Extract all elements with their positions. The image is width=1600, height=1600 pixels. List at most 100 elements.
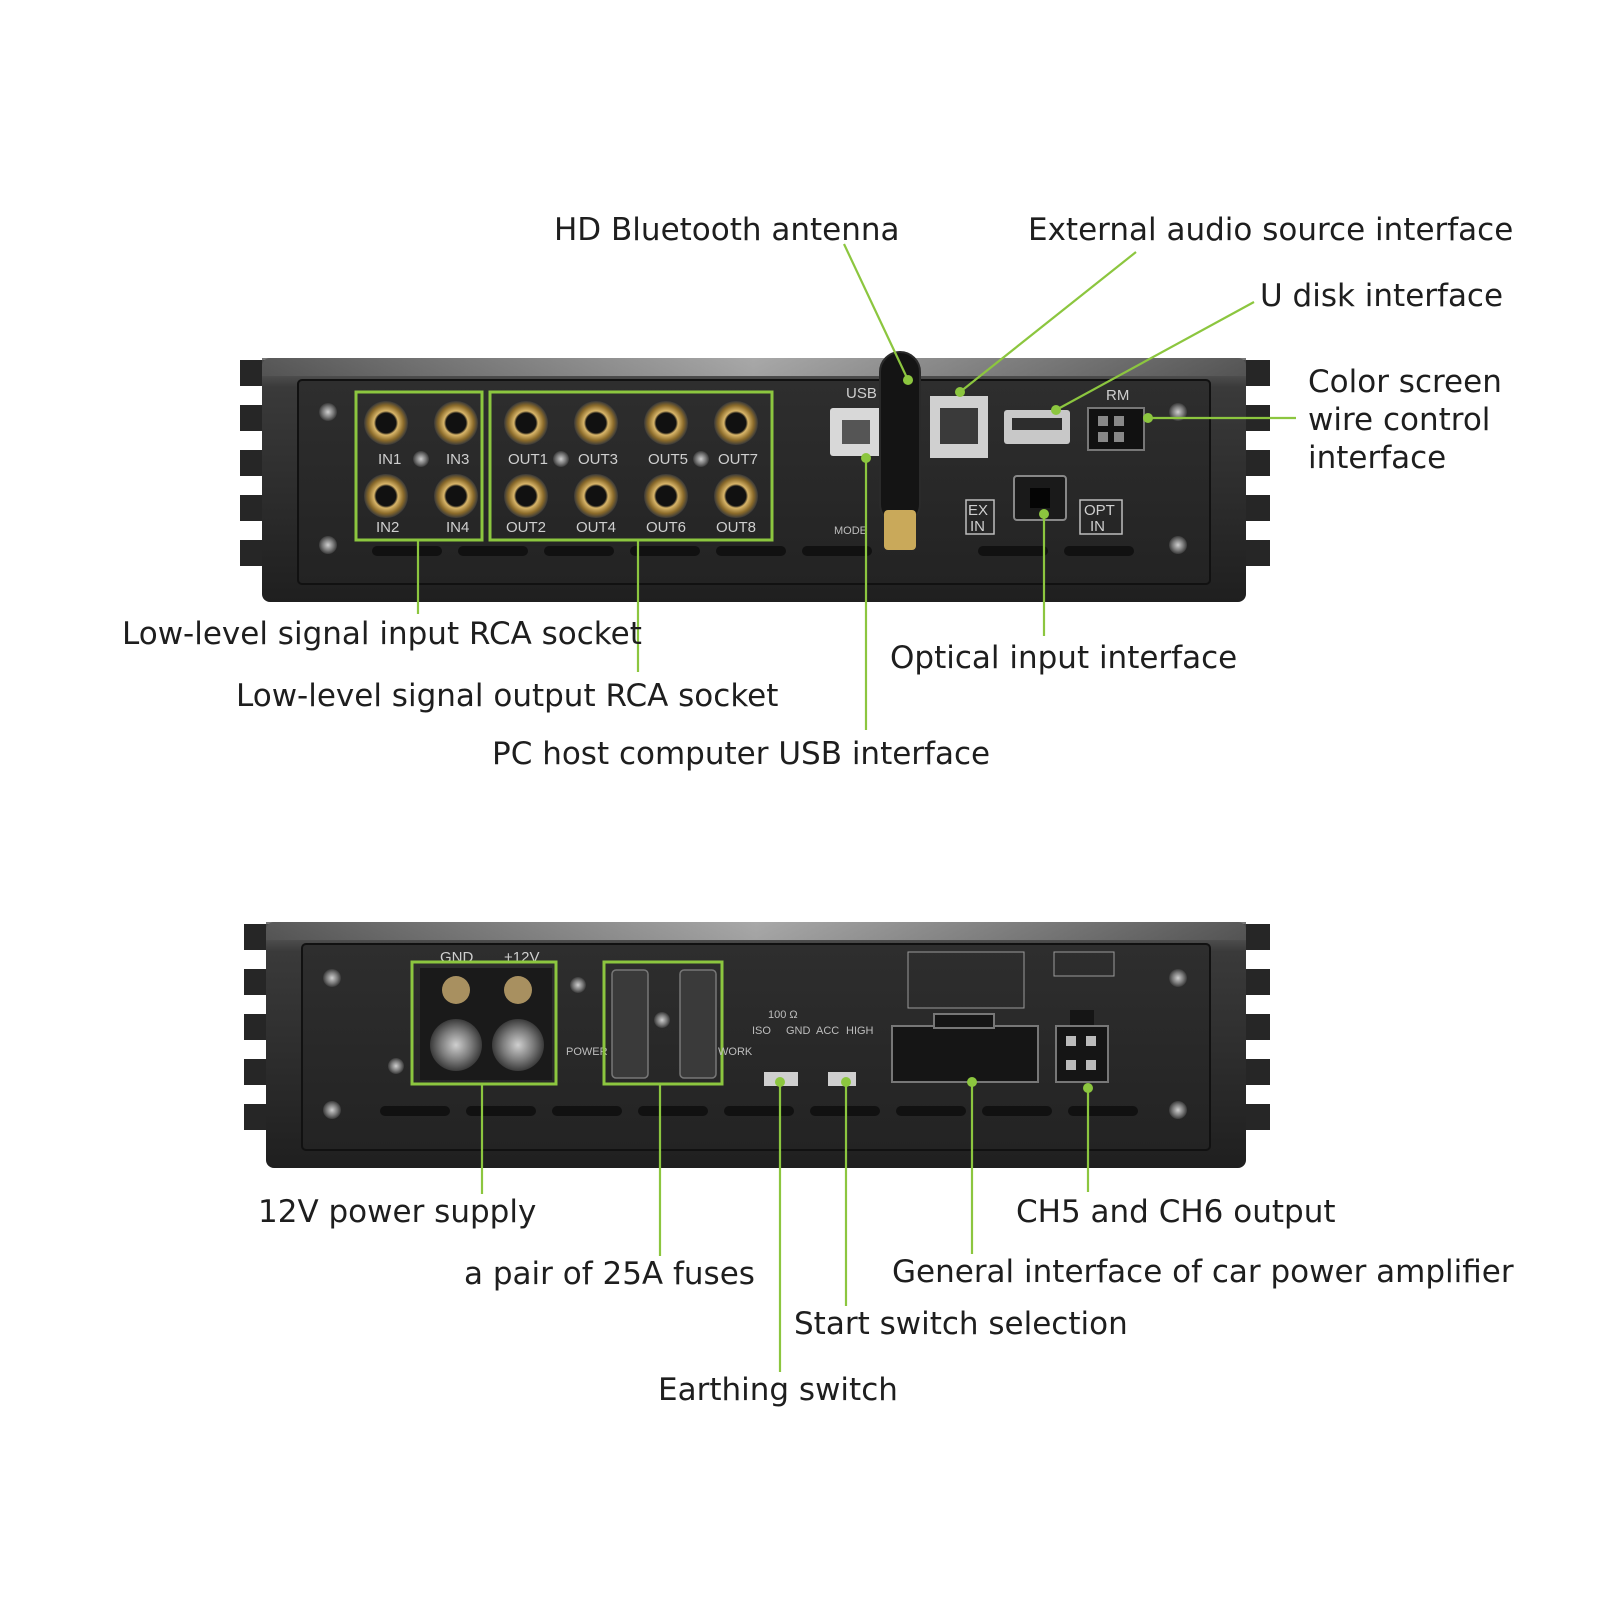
leader-dot bbox=[903, 375, 913, 385]
rca-label: IN4 bbox=[446, 519, 469, 536]
acc-label: ACC bbox=[816, 1025, 839, 1037]
screw-icon bbox=[654, 1012, 670, 1028]
callout-fuses: a pair of 25A fuses bbox=[464, 1256, 755, 1292]
callout-power-supply: 12V power supply bbox=[258, 1194, 536, 1230]
leader-dot bbox=[1051, 405, 1061, 415]
screw-icon bbox=[323, 969, 341, 987]
rca-out5-socket bbox=[644, 401, 688, 445]
terminal-screw-icon bbox=[504, 976, 532, 1004]
bluetooth-antenna bbox=[879, 351, 921, 550]
screw-icon bbox=[1169, 1101, 1187, 1119]
callout-ch56: CH5 and CH6 output bbox=[1016, 1194, 1336, 1230]
rca-in1-socket bbox=[364, 401, 408, 445]
callout-external-audio: External audio source interface bbox=[1028, 212, 1513, 248]
screw-icon bbox=[1169, 403, 1187, 421]
screw-icon bbox=[319, 536, 337, 554]
leader-external-audio bbox=[959, 251, 1137, 393]
screw-icon bbox=[553, 451, 569, 467]
callout-u-disk: U disk interface bbox=[1260, 278, 1503, 314]
rca-output-group: OUT1 OUT3 OUT5 OUT7 OUT2 OUT4 OUT6 OUT8 bbox=[504, 401, 758, 536]
opt-in-label: OPT bbox=[1084, 502, 1115, 519]
optical-port bbox=[1013, 475, 1067, 521]
screw-icon bbox=[323, 1101, 341, 1119]
callout-start-switch: Start switch selection bbox=[794, 1306, 1128, 1342]
rca-out3-socket bbox=[574, 401, 618, 445]
screw-icon bbox=[319, 403, 337, 421]
leader-dot bbox=[967, 1077, 977, 1087]
bottom-chassis-edge bbox=[266, 922, 1246, 940]
terminal-socket-icon bbox=[430, 1019, 482, 1071]
screw-icon bbox=[570, 977, 586, 993]
rca-label: OUT2 bbox=[506, 519, 546, 536]
leader-dot bbox=[841, 1077, 851, 1087]
rm-label: RM bbox=[1106, 387, 1129, 404]
bottom-vent-slots bbox=[380, 1106, 1138, 1116]
top-chassis-edge bbox=[262, 358, 1246, 376]
opt-in-label: IN bbox=[1090, 518, 1105, 535]
ch-table bbox=[1053, 951, 1115, 977]
screw-icon bbox=[413, 451, 429, 467]
leader-dot bbox=[1039, 509, 1049, 519]
ohm-label: 100 Ω bbox=[768, 1009, 798, 1021]
leader-dot bbox=[775, 1077, 785, 1087]
usb-label: USB bbox=[846, 385, 877, 402]
top-device: IN1 IN3 IN2 IN4 OUT1 OUT3 OUT5 OUT7 OUT2… bbox=[240, 351, 1270, 602]
leader-dot bbox=[1143, 413, 1153, 423]
rca-label: OUT4 bbox=[576, 519, 616, 536]
usb-b-port bbox=[830, 408, 882, 456]
leader-u-disk bbox=[1055, 301, 1255, 411]
rca-label: OUT6 bbox=[646, 519, 686, 536]
rca-label: OUT5 bbox=[648, 451, 688, 468]
top-vent-slots bbox=[372, 546, 1134, 556]
rca-output-highlight bbox=[488, 390, 774, 542]
power-terminal-block bbox=[420, 968, 552, 1080]
opt-in-box bbox=[1079, 499, 1123, 535]
gnd2-label: GND bbox=[786, 1025, 811, 1037]
ch56-connector bbox=[1055, 1010, 1109, 1083]
callout-color-screen: Color screen bbox=[1308, 364, 1502, 400]
rca-in2-socket bbox=[364, 474, 408, 518]
leader-lines bbox=[416, 243, 1296, 1372]
screw-icon bbox=[388, 1058, 404, 1074]
ex-in-label: EX bbox=[968, 502, 988, 519]
screw-icon bbox=[1169, 969, 1187, 987]
power-supply-highlight bbox=[410, 960, 558, 1086]
rca-label: OUT3 bbox=[578, 451, 618, 468]
high-label: HIGH bbox=[846, 1025, 874, 1037]
ex-in-box bbox=[965, 499, 995, 535]
rca-input-group: IN1 IN3 IN2 IN4 bbox=[364, 401, 478, 536]
leader-dot bbox=[1083, 1083, 1093, 1093]
rca-out6-socket bbox=[644, 474, 688, 518]
callout-earthing: Earthing switch bbox=[658, 1372, 898, 1408]
leader-antenna bbox=[843, 243, 909, 381]
rca-out1-socket bbox=[504, 401, 548, 445]
external-audio-port bbox=[930, 396, 988, 458]
rca-out2-socket bbox=[504, 474, 548, 518]
harness-connector bbox=[891, 1013, 1039, 1083]
rca-label: OUT1 bbox=[508, 451, 548, 468]
rca-label: OUT8 bbox=[716, 519, 756, 536]
callout-rca-in: Low-level signal input RCA socket bbox=[122, 616, 642, 652]
mode-label: MODE bbox=[834, 525, 867, 537]
callout-labels: HD Bluetooth antenna External audio sour… bbox=[122, 212, 1514, 1408]
bottom-device: GND +12V POWER WORK 100 Ω ISO GND ACC HI… bbox=[244, 922, 1270, 1168]
leader-dot bbox=[861, 453, 871, 463]
callout-antenna: HD Bluetooth antenna bbox=[554, 212, 900, 248]
rca-in4-socket bbox=[434, 474, 478, 518]
rca-out7-socket bbox=[714, 401, 758, 445]
callout-optical: Optical input interface bbox=[890, 640, 1237, 676]
rca-label: IN1 bbox=[378, 451, 401, 468]
leader-dot bbox=[955, 387, 965, 397]
rca-in3-socket bbox=[434, 401, 478, 445]
terminal-socket-icon bbox=[492, 1019, 544, 1071]
rca-label: IN2 bbox=[376, 519, 399, 536]
power-label: POWER bbox=[566, 1046, 608, 1058]
iso-label: ISO bbox=[752, 1025, 771, 1037]
callout-color-screen: wire control bbox=[1308, 402, 1490, 438]
ex-in-label: IN bbox=[970, 518, 985, 535]
terminal-screw-icon bbox=[442, 976, 470, 1004]
callout-rca-out: Low-level signal output RCA socket bbox=[236, 678, 778, 714]
rca-label: OUT7 bbox=[718, 451, 758, 468]
rca-out8-socket bbox=[714, 474, 758, 518]
